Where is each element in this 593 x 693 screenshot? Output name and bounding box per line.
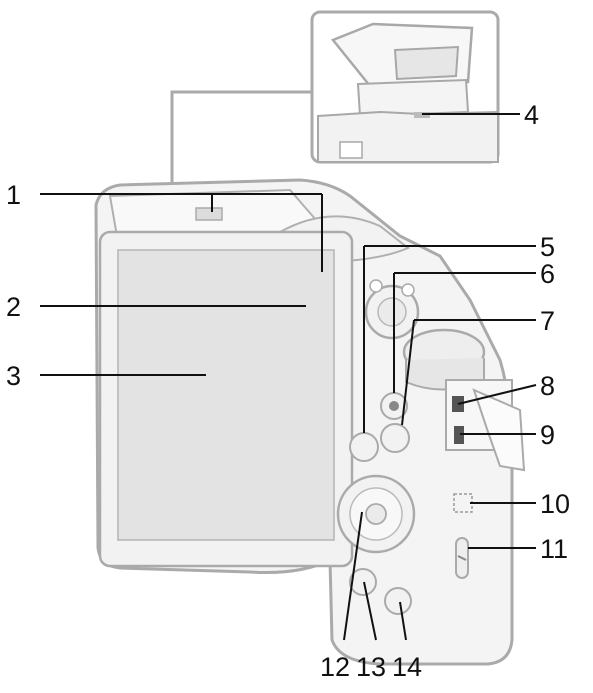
menu-button <box>380 423 410 453</box>
leader-14 <box>399 601 407 641</box>
callout-1: 1 <box>6 180 21 210</box>
callout-8: 8 <box>540 371 555 401</box>
shutter-button-inner <box>377 297 407 327</box>
camera-body <box>94 178 526 666</box>
callout-14: 14 <box>392 652 422 682</box>
callout-5: 5 <box>540 232 555 262</box>
callout-7: 7 <box>540 306 555 336</box>
strap-hook-slot <box>457 555 467 561</box>
viewfinder-small-panel <box>339 141 363 159</box>
fn-button <box>349 432 379 462</box>
callout-11: 11 <box>540 534 568 564</box>
top-small-button <box>369 279 383 293</box>
terminal-cover-flap <box>472 388 526 472</box>
viewfinder-body-top <box>317 110 499 163</box>
rear-monitor-screen <box>117 249 335 541</box>
leader-7-b <box>401 319 415 426</box>
viewfinder-inset <box>310 10 500 164</box>
center-button <box>365 503 387 525</box>
leader-lines <box>40 113 537 641</box>
playback-button <box>349 568 377 596</box>
callout-13: 13 <box>356 652 386 682</box>
movie-record-dot <box>389 401 399 411</box>
callout-10: 10 <box>540 489 570 519</box>
callout-3: 3 <box>6 361 21 391</box>
inset-connector-bracket <box>170 90 312 182</box>
callout-9: 9 <box>540 420 555 450</box>
callout-2: 2 <box>6 292 21 322</box>
leader-12 <box>343 511 363 641</box>
callout-12: 12 <box>320 652 350 682</box>
leader-13 <box>363 581 377 641</box>
callout-4: 4 <box>524 100 539 130</box>
hdmi-micro-jack <box>454 426 464 444</box>
callout-labels: 1 2 3 4 5 6 7 8 9 10 11 12 13 14 <box>6 100 570 682</box>
zoom-lever-button <box>401 283 415 297</box>
leader-8 <box>457 384 537 405</box>
pop-up-flash <box>195 207 223 221</box>
callout-6: 6 <box>540 259 555 289</box>
delete-button <box>384 587 412 615</box>
viewfinder-lens-window <box>393 45 460 81</box>
viewfinder-housing <box>356 78 470 118</box>
